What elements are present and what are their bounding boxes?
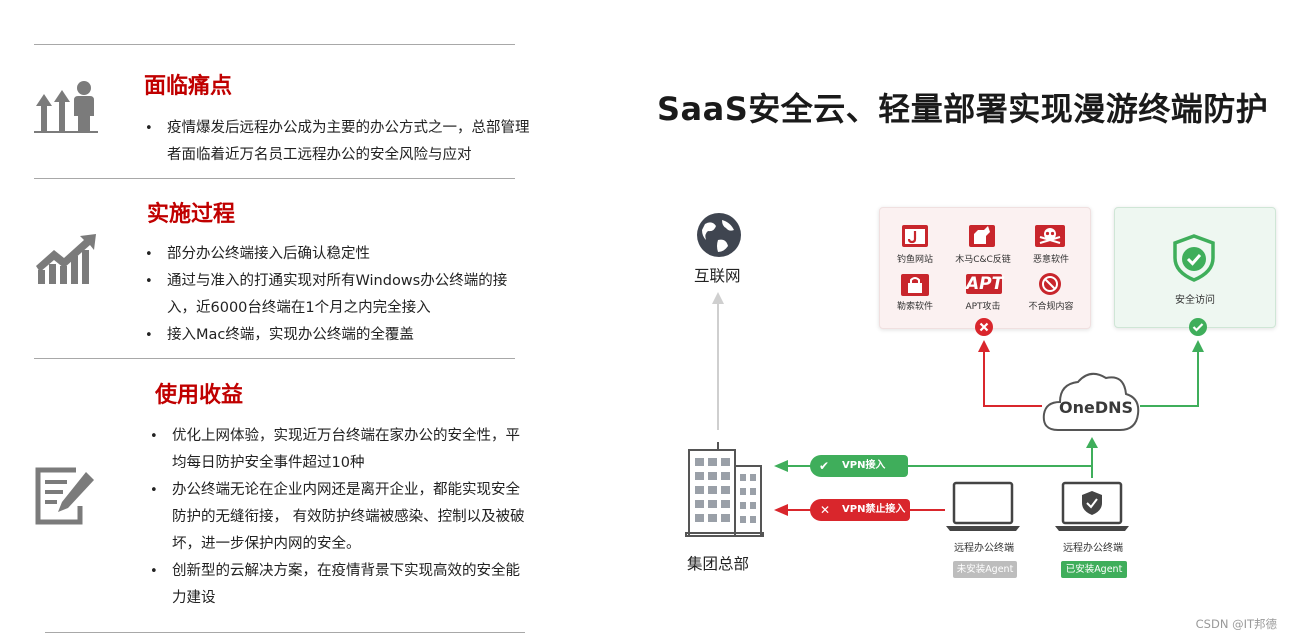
terminal-label: 远程办公终端 [954,543,1014,554]
bullet-text: 办公终端无论在企业内网还是离开企业，都能实现安全防护的无缝衔接， 有效防护终端被… [172,482,525,552]
arrow-head [774,460,788,472]
laptop-icon [944,480,1022,536]
bullet-dot: • [145,121,153,136]
apt-icon-text: APT [966,274,1004,294]
watermark: CSDN @IT邦德 [1195,617,1277,631]
divider [45,632,525,633]
green-path [1140,346,1199,407]
threat-label: APT攻击 [965,302,1001,312]
cloud-icon [1040,364,1142,442]
section-title-pain: 面临痛点 [144,74,233,99]
threat-panel: 钓鱼网站 木马C&C反链 恶意软件 勒索软件 APT APT攻击 不合规内容 [879,207,1091,329]
building-icon [683,440,765,542]
bullet-dot: • [145,247,153,262]
allowed-check-icon [1188,317,1208,341]
section-title-process: 实施过程 [147,202,236,227]
document-edit-icon [34,466,98,530]
list-item: • 部分办公终端接入后确认稳定性 [145,241,537,268]
bullet-dot: • [150,429,158,444]
x-icon: ✕ [820,503,831,517]
arrow-head [1192,340,1204,352]
apt-icon: APT [966,274,1004,294]
page-title: SaaS安全云、轻量部署实现漫游终端防护 [657,90,1269,128]
people-growth-icon [34,80,100,138]
safe-access-panel: 安全访问 [1114,207,1276,328]
globe-icon [696,212,742,262]
red-path [983,346,1042,407]
threat-label: 勒索软件 [896,302,933,312]
phishing-icon [901,223,929,253]
divider [34,358,515,359]
list-item: • 通过与准入的打通实现对所有Windows办公终端的接入，近6000台终端在1… [145,268,532,322]
divider [34,178,515,179]
bullet-text: 接入Mac终端，实现办公终端的全覆盖 [167,327,414,343]
bullet-dot: • [145,274,153,289]
threat-label: 木马C&C反链 [955,255,1011,265]
cloud-label: OneDNS [1059,398,1134,417]
bullet-dot: • [150,564,158,579]
list-item: • 办公终端无论在企业内网还是离开企业，都能实现安全防护的无缝衔接， 有效防护终… [150,477,527,558]
arrow-head [978,340,990,352]
divider [34,44,515,45]
trojan-icon [968,222,998,254]
vpn-deny-badge: ✕ VPN禁止接入 [810,499,910,521]
malware-icon [1034,223,1066,253]
arrow-head [712,292,724,304]
ransomware-icon [900,273,930,301]
check-icon: ✔ [819,459,830,473]
list-item: • 创新型的云解决方案，在疫情背景下实现高效的安全能力建设 [150,558,527,612]
vpn-allow-label: VPN接入 [842,460,886,471]
list-item: • 疫情爆发后远程办公成为主要的办公方式之一，总部管理者面临着近万名员工远程办公… [145,115,532,169]
threat-label: 恶意软件 [1032,255,1069,265]
blocked-x-icon [974,317,994,341]
bullet-text: 疫情爆发后远程办公成为主要的办公方式之一，总部管理者面临着近万名员工远程办公的安… [167,120,530,163]
threat-label: 钓鱼网站 [896,255,933,265]
arrow-head [774,504,788,516]
hq-label: 集团总部 [687,555,750,573]
bullet-text: 部分办公终端接入后确认稳定性 [167,246,370,262]
bullet-dot: • [145,328,153,343]
vpn-allow-badge: ✔ VPN接入 [810,455,908,477]
threat-label: 不合规内容 [1028,302,1074,312]
list-item: • 优化上网体验，实现近万台终端在家办公的安全性，平均每日防护安全事件超过10种 [150,423,527,477]
list-item: • 接入Mac终端，实现办公终端的全覆盖 [145,322,537,349]
vpn-deny-label: VPN禁止接入 [842,504,906,515]
bullet-dot: • [150,483,158,498]
no-agent-tag: 未安装Agent [953,561,1017,578]
terminal-label: 远程办公终端 [1063,543,1123,554]
bullet-text: 优化上网体验，实现近万台终端在家办公的安全性，平均每日防护安全事件超过10种 [172,428,520,471]
agent-installed-tag: 已安装Agent [1061,561,1127,578]
bullet-text: 创新型的云解决方案，在疫情背景下实现高效的安全能力建设 [172,563,520,606]
growth-chart-icon [34,232,98,290]
section-title-benefit: 使用收益 [155,383,244,408]
internet-label: 互联网 [694,267,741,285]
bullet-text: 通过与准入的打通实现对所有Windows办公终端的接入，近6000台终端在1个月… [167,273,508,316]
safe-label: 安全访问 [1175,295,1215,306]
laptop-shield-icon [1053,480,1131,536]
noncompliant-icon [1038,272,1062,300]
shield-check-icon [1171,234,1217,286]
